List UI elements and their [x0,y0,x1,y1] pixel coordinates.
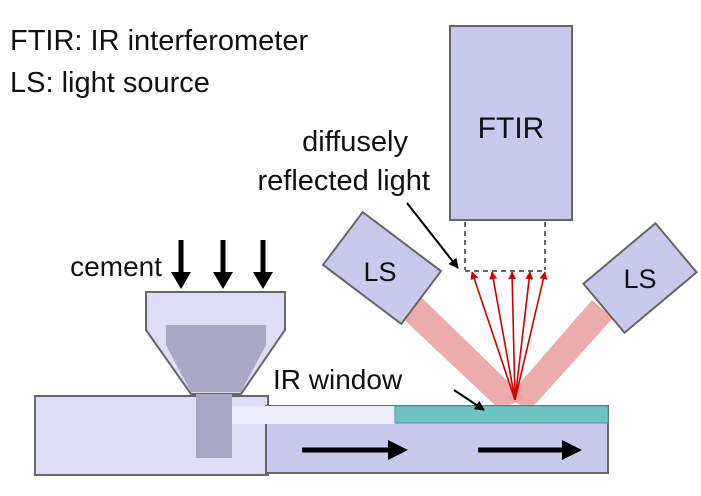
ls-right-label: LS [623,264,656,294]
diffuse-label-line-2: reflected light [258,165,431,197]
legend-line-2: LS: light source [10,67,210,99]
legend-line-1: FTIR: IR interferometer [10,25,308,57]
down-arrow-icon [213,240,233,289]
ir-window [394,405,609,424]
cement-column [196,394,232,458]
light-source-right [582,221,698,335]
light-source-left [321,210,443,326]
ftir-label: FTIR [478,112,545,145]
diffuse-pointer-arrow [406,202,459,269]
right-arrow-icon [302,440,408,460]
cement-label: cement [70,251,162,282]
ir-window-pointer-arrow [453,389,485,411]
right-arrow-icon [478,440,582,460]
ir-window-label: IR window [273,364,403,395]
channel-upper-light [232,406,395,424]
ls-left-label: LS [363,257,396,287]
down-arrow-icon [171,240,191,289]
hopper-cement-fill [166,325,266,392]
reflected-rays [470,271,548,401]
diffuse-label-line-1: diffusely [302,126,408,158]
left-light-beam [398,298,525,410]
down-arrow-icon [253,240,273,289]
ftir-box [449,25,573,221]
right-light-beam [507,300,613,410]
